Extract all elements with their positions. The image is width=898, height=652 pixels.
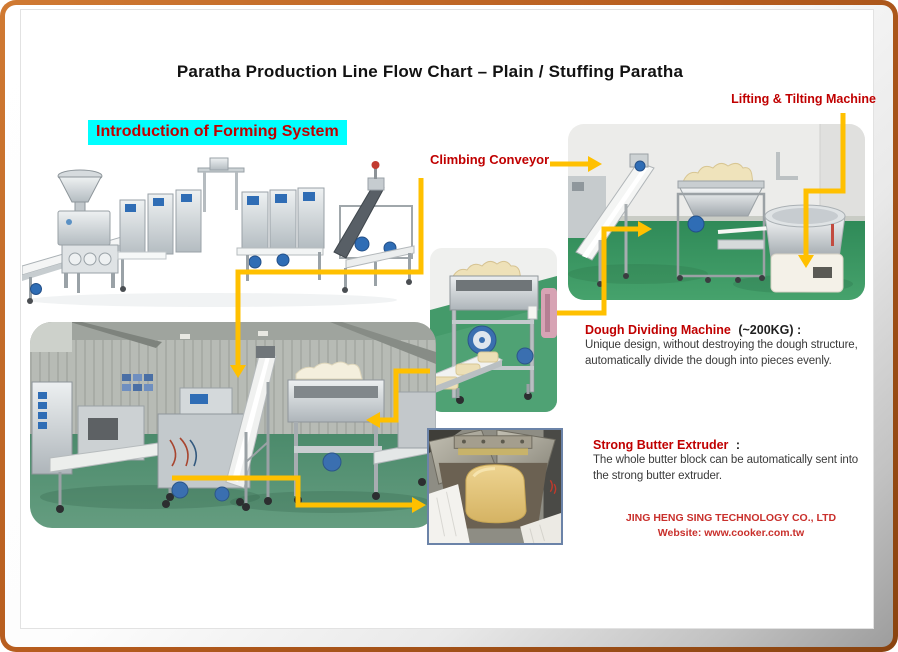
climbing-conveyor-scene [568, 124, 865, 300]
company-website: Website: www.cooker.com.tw [657, 527, 805, 539]
dough-dividing-heading-red: Dough Dividing Machine [585, 323, 731, 337]
dough-dividing-heading-weight: (~200KG) : [738, 323, 802, 337]
butter-extruder-body-line1: The whole butter block can be automatica… [593, 454, 859, 466]
caption-dough-dividing: Dough Dividing Machine (~200KG) : Unique… [585, 322, 890, 369]
label-lifting-tilting-machine: Lifting & Tilting Machine [731, 92, 876, 106]
intro-forming-system-highlight: Introduction of Forming System [88, 120, 347, 145]
workshop-scene [30, 322, 436, 528]
page-title: Paratha Production Line Flow Chart – Pla… [176, 62, 684, 81]
production-line-render [22, 148, 422, 312]
caption-butter-extruder: Strong Butter Extruder : The whole butte… [593, 437, 898, 484]
dough-dividing-heading: Dough Dividing Machine (~200KG) : [585, 322, 890, 338]
label-climbing-conveyor: Climbing Conveyor [430, 152, 550, 167]
butter-extruder-scene [429, 430, 561, 543]
photo-butter-extruder-closeup [427, 428, 563, 545]
butter-extruder-heading: Strong Butter Extruder : [593, 437, 898, 453]
company-name: JING HENG SING TECHNOLOGY CO., LTD [625, 512, 837, 524]
production-line-illustration [22, 157, 415, 307]
butter-extruder-heading-red: Strong Butter Extruder [593, 438, 729, 452]
butter-extruder-body-line2: the strong butter extruder. [593, 469, 722, 482]
dough-dividing-body-line2: automatically divide the dough into piec… [585, 354, 832, 367]
dough-dividing-body-line1: Unique design, without destroying the do… [585, 339, 858, 351]
butter-extruder-heading-colon: : [735, 438, 741, 452]
dough-divider-scene [430, 248, 557, 412]
photo-dough-dividing-machine [430, 248, 557, 412]
photo-climbing-conveyor-lifting [568, 124, 865, 300]
company-footer: JING HENG SING TECHNOLOGY CO., LTD Websi… [596, 511, 866, 541]
photo-forming-system-workshop [30, 322, 436, 528]
